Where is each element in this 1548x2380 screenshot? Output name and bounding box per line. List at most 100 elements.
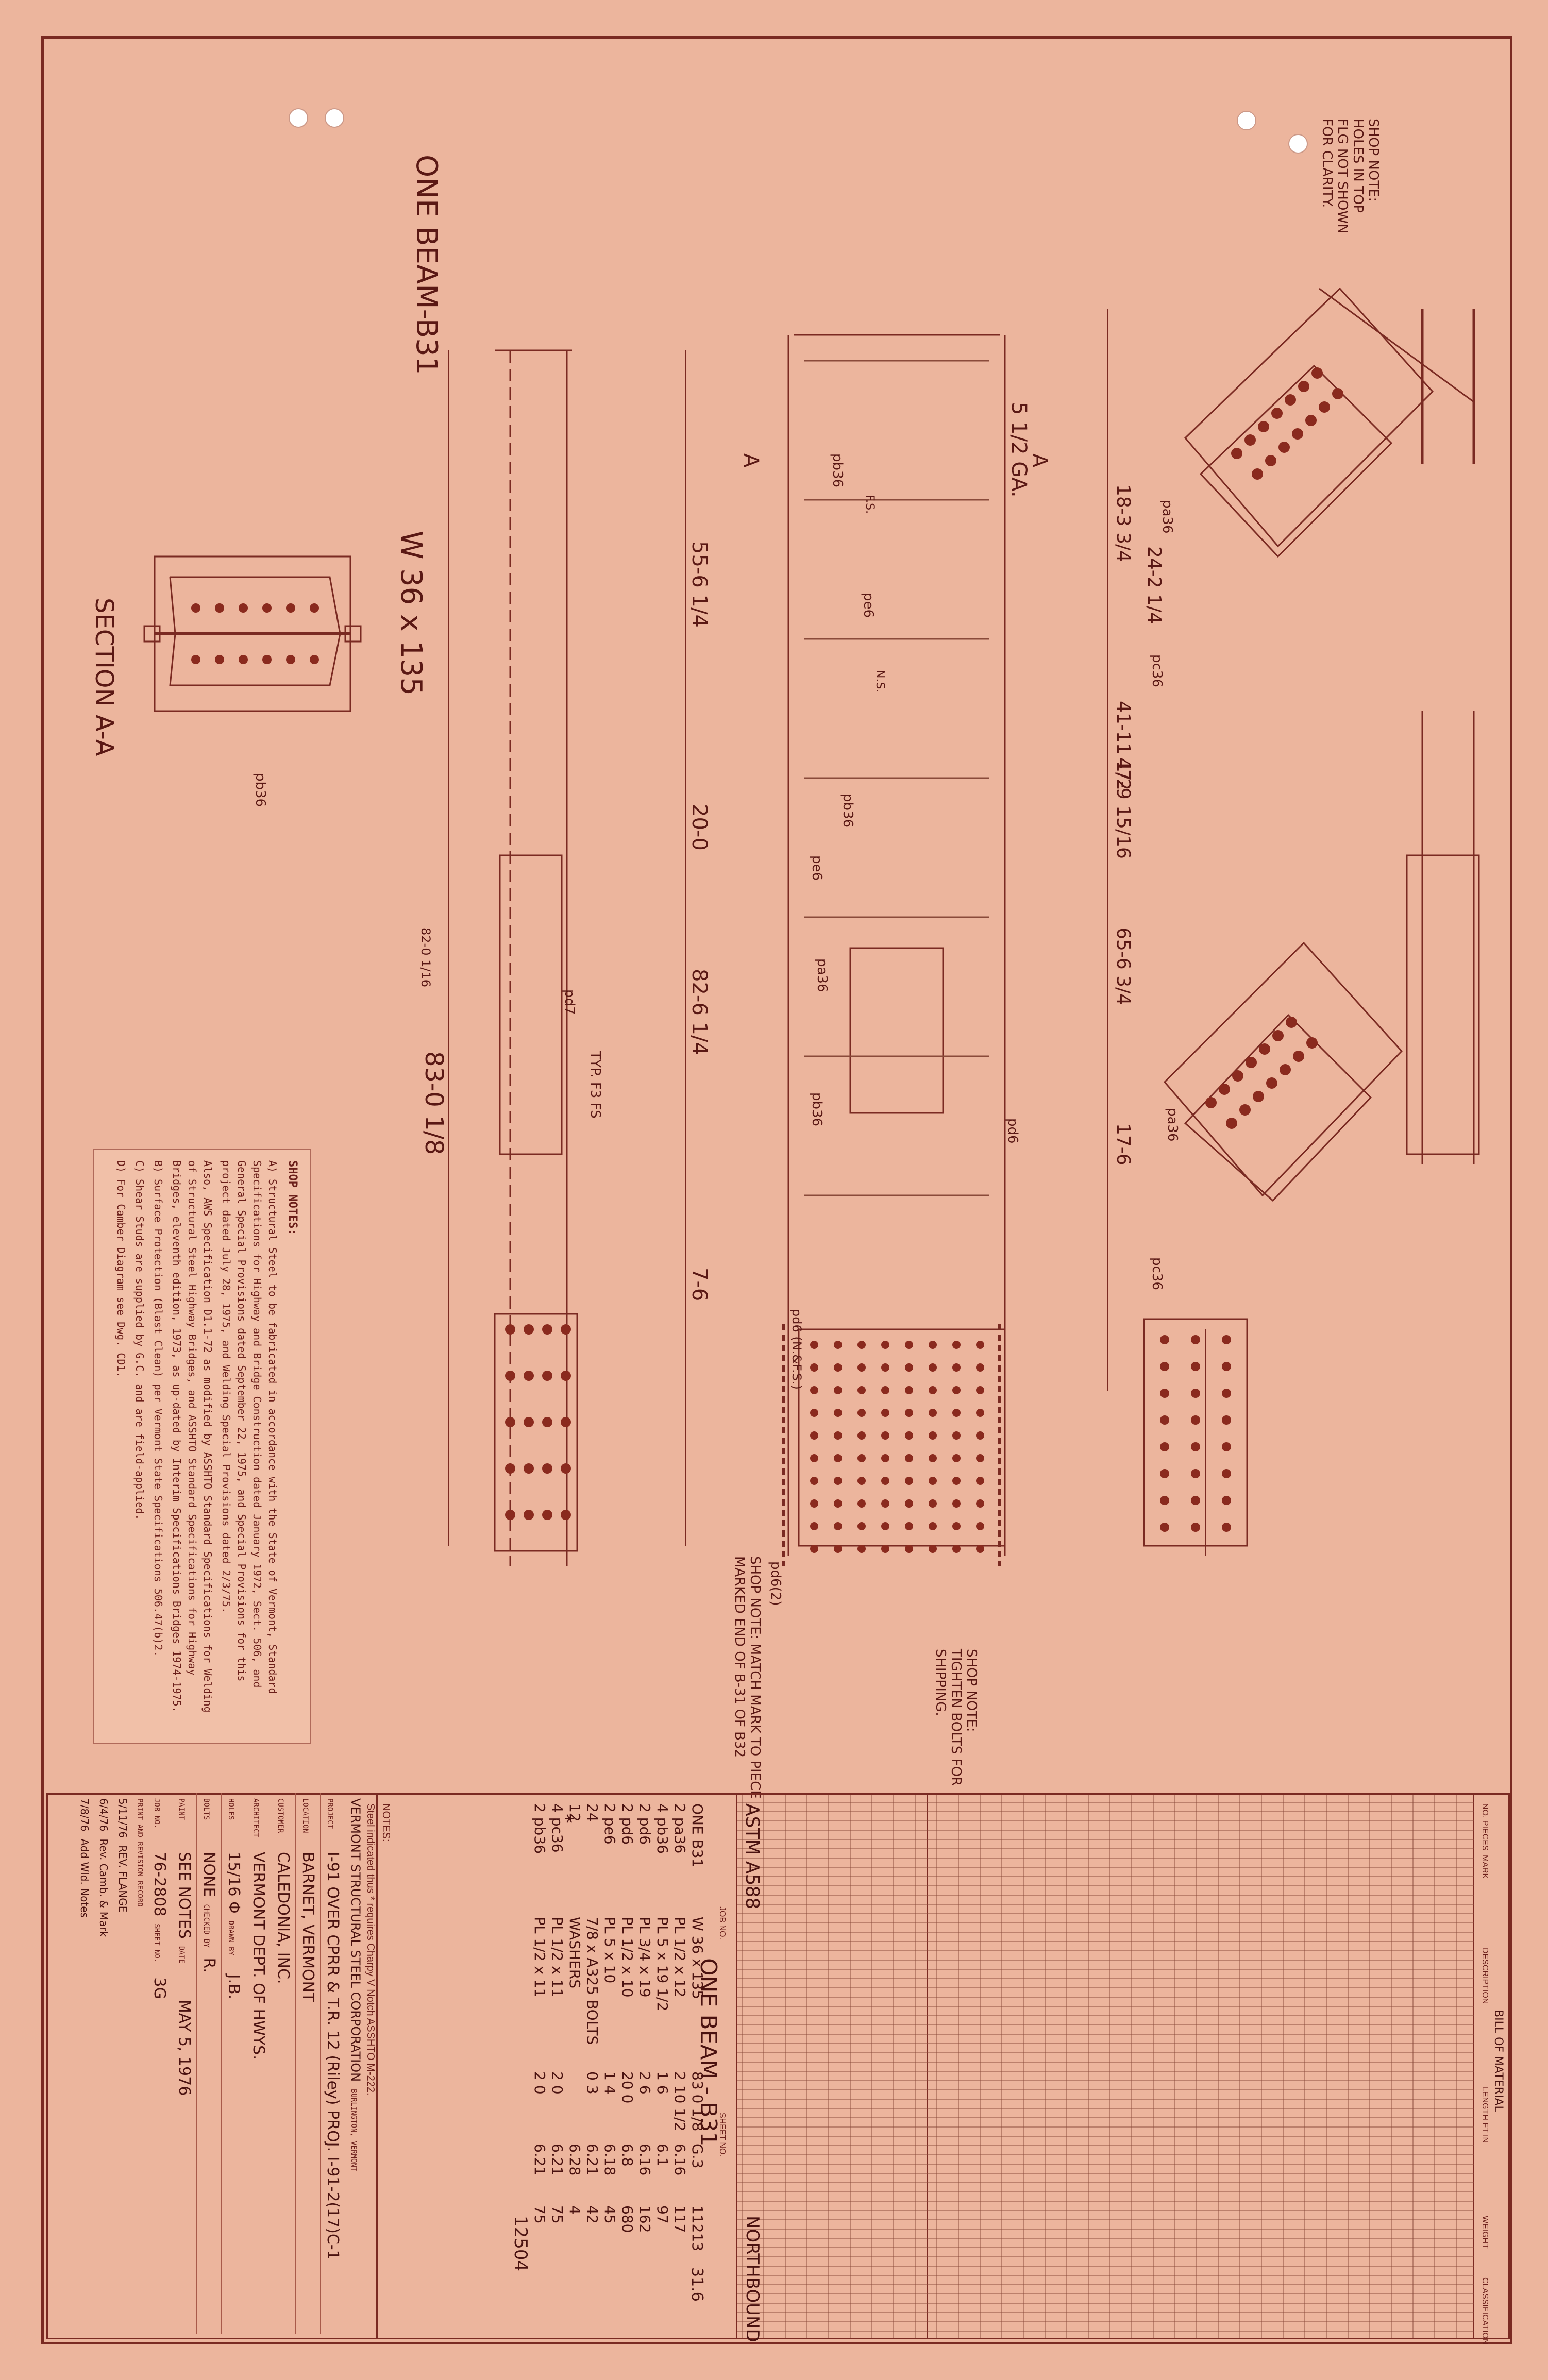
near-side: N.S. (873, 670, 886, 693)
section-mark-a: A (739, 453, 763, 468)
bolt-hole (239, 655, 248, 664)
bolt-hole (524, 1417, 534, 1427)
bolt-hole (1306, 1037, 1318, 1049)
beam-elevation (494, 349, 578, 1566)
dim-18: 18-3 3/4 (1113, 484, 1134, 563)
bom-cell-desc: 7/8 x A325 BOLTS (584, 1917, 601, 2045)
location-value: BARNET, VERMONT (299, 1852, 317, 2002)
checked-label: CHECKED BY (202, 1904, 210, 1948)
bolt-hole (905, 1522, 913, 1530)
bolt-hole (561, 1510, 571, 1520)
bolt-hole (542, 1463, 552, 1474)
bolt-hole (881, 1341, 889, 1349)
bom-note-label: NOTES: (380, 1803, 392, 1842)
bolt-hole (1160, 1335, 1169, 1344)
job-no-label: JOB NO. (718, 1906, 727, 1940)
bom-direction: NORTHBOUND (742, 2216, 763, 2342)
bolt-hole (881, 1545, 889, 1553)
bolt-hole (524, 1510, 534, 1520)
bolt-hole (834, 1454, 842, 1462)
bolt-hole (1191, 1442, 1200, 1451)
dim-65: 65-6 3/4 (1113, 927, 1134, 1006)
bolt-hole (976, 1522, 984, 1530)
holes-value: 15/16 Φ (225, 1852, 243, 1914)
bolt-hole (857, 1522, 866, 1530)
bolt-hole (1266, 1077, 1277, 1089)
bolts-label: BOLTS (202, 1798, 210, 1820)
bolt-hole (834, 1477, 842, 1485)
beam-size: W 36 x 135 (394, 531, 428, 696)
bom-cell-mark: 12 (566, 1803, 583, 1822)
revision-date: 6/4/76 (97, 1798, 110, 1832)
bolt-hole (262, 603, 272, 613)
bolt-hole (262, 655, 272, 664)
bolt-hole (505, 1510, 515, 1520)
bolt-hole (310, 603, 319, 613)
drawn-value: J.B. (225, 1974, 243, 2000)
bolt-hole (834, 1431, 842, 1440)
bolt-hole (976, 1386, 984, 1394)
bolt-hole (1271, 408, 1283, 419)
bolt-hole (561, 1324, 571, 1335)
bolt-hole (976, 1477, 984, 1485)
revision-record-label: PRINT AND REVISION RECORD (136, 1798, 144, 1907)
project-label: PROJECT (326, 1798, 334, 1829)
piece-mark: pc36 (1149, 654, 1165, 687)
bolt-hole (976, 1363, 984, 1372)
bom-col-desc: DESCRIPTION (1480, 1948, 1489, 2004)
company-city: BURLINGTON, VERMONT (349, 2089, 358, 2172)
bolt-hole (505, 1463, 515, 1474)
bolt-hole (834, 1386, 842, 1394)
bom-cell-mark: 4 pc36 (549, 1803, 566, 1853)
beam-title: ONE BEAM-B31 (410, 155, 443, 375)
bolt-hole (1191, 1496, 1200, 1505)
bolt-hole (505, 1417, 515, 1427)
plan-view (782, 334, 1006, 1566)
bolt-hole (561, 1417, 571, 1427)
bom-cell-cls: 6.21 (549, 2143, 566, 2176)
bolt-hole (524, 1463, 534, 1474)
bolt-hole (929, 1386, 937, 1394)
bolt-hole (1205, 1097, 1217, 1108)
company-name: VERMONT STRUCTURAL STEEL CORPORATION (348, 1798, 363, 2082)
bolt-hole (1311, 367, 1323, 379)
bolt-hole (810, 1499, 818, 1508)
dim-17: 17-6 (1113, 1123, 1134, 1166)
bolt-hole (929, 1499, 937, 1508)
bolt-hole (286, 603, 295, 613)
dim-82-0: 82-0 1/16 (418, 927, 433, 987)
bill-of-material (46, 1793, 1510, 2339)
bom-cell-len: 83 0 1/8 (689, 2071, 706, 2132)
bom-cell-mark: 2 pd6 (636, 1803, 653, 1845)
bolt-hole (1222, 1496, 1231, 1505)
shop-note-a2: Also, AWS Specification D1.1-72 as modif… (171, 1160, 214, 1713)
bolt-hole (1219, 1084, 1230, 1095)
bolt-hole (929, 1522, 937, 1530)
bolt-hole (905, 1341, 913, 1349)
splice-plan-lower (1143, 1318, 1248, 1547)
bolt-hole (905, 1431, 913, 1440)
shop-note-b: B) Surface Protection (Blast Clean) per … (152, 1160, 164, 1657)
bolt-hole (881, 1363, 889, 1372)
bom-cell-wt: 117 (671, 2205, 688, 2233)
bolt-hole (1191, 1389, 1200, 1398)
bolt-hole (1160, 1442, 1169, 1451)
bolt-hole (905, 1363, 913, 1372)
piece-mark: pb36 (840, 794, 855, 828)
bolt-hole (905, 1499, 913, 1508)
bom-cell-len: 1 6 (654, 2071, 671, 2095)
piece-mark: pa36 (814, 958, 830, 992)
bolt-hole (976, 1341, 984, 1349)
date-label: DATE (177, 1946, 186, 1964)
bolt-hole (881, 1454, 889, 1462)
bom-col-class: CLASSIFICATION (1480, 2277, 1489, 2345)
bolt-hole (952, 1363, 961, 1372)
piece-mark: pa36 (1159, 500, 1175, 534)
bolt-hole (1292, 428, 1303, 440)
bolts-value: NONE (200, 1852, 218, 1897)
bolt-hole (286, 655, 295, 664)
bolt-hole (810, 1477, 818, 1485)
job-value: 76-2808 (150, 1852, 169, 1917)
bolt-hole (1160, 1469, 1169, 1478)
